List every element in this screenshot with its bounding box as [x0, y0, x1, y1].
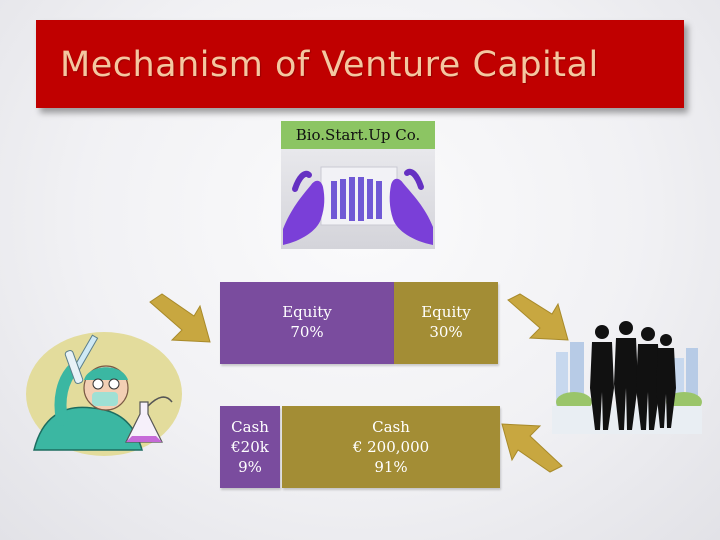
arrow-from-equity-icon	[507, 293, 569, 341]
vc-equity-box: Equity 30%	[394, 282, 498, 364]
founder-equity-label: Equity	[282, 303, 332, 321]
founder-cash-label: Cash	[231, 418, 269, 436]
vc-cash-label: Cash	[372, 418, 410, 436]
founder-cash-share: 9%	[238, 458, 262, 476]
founder-equity-box: Equity 70%	[220, 282, 394, 364]
vc-equity-value: 30%	[429, 323, 463, 341]
arrow-to-cash-icon	[501, 423, 563, 473]
company-label: Bio.Start.Up Co.	[281, 121, 435, 149]
vc-cash-box: Cash € 200,000 91%	[282, 406, 500, 488]
founder-equity-value: 70%	[290, 323, 324, 341]
title-bar	[36, 20, 684, 108]
founder-cash-amount: €20k	[231, 438, 269, 456]
vc-cash-share: 91%	[374, 458, 408, 476]
lab-gloves-photo	[281, 149, 435, 249]
vc-equity-label: Equity	[421, 303, 471, 321]
founder-cash-box: Cash €20k 9%	[220, 406, 280, 488]
scientist-clipart	[26, 332, 182, 456]
arrow-to-equity-icon	[149, 293, 211, 343]
vc-cash-amount: € 200,000	[352, 438, 430, 456]
investors-clipart	[552, 321, 702, 434]
slide-title: Mechanism of Venture Capital	[60, 45, 599, 85]
